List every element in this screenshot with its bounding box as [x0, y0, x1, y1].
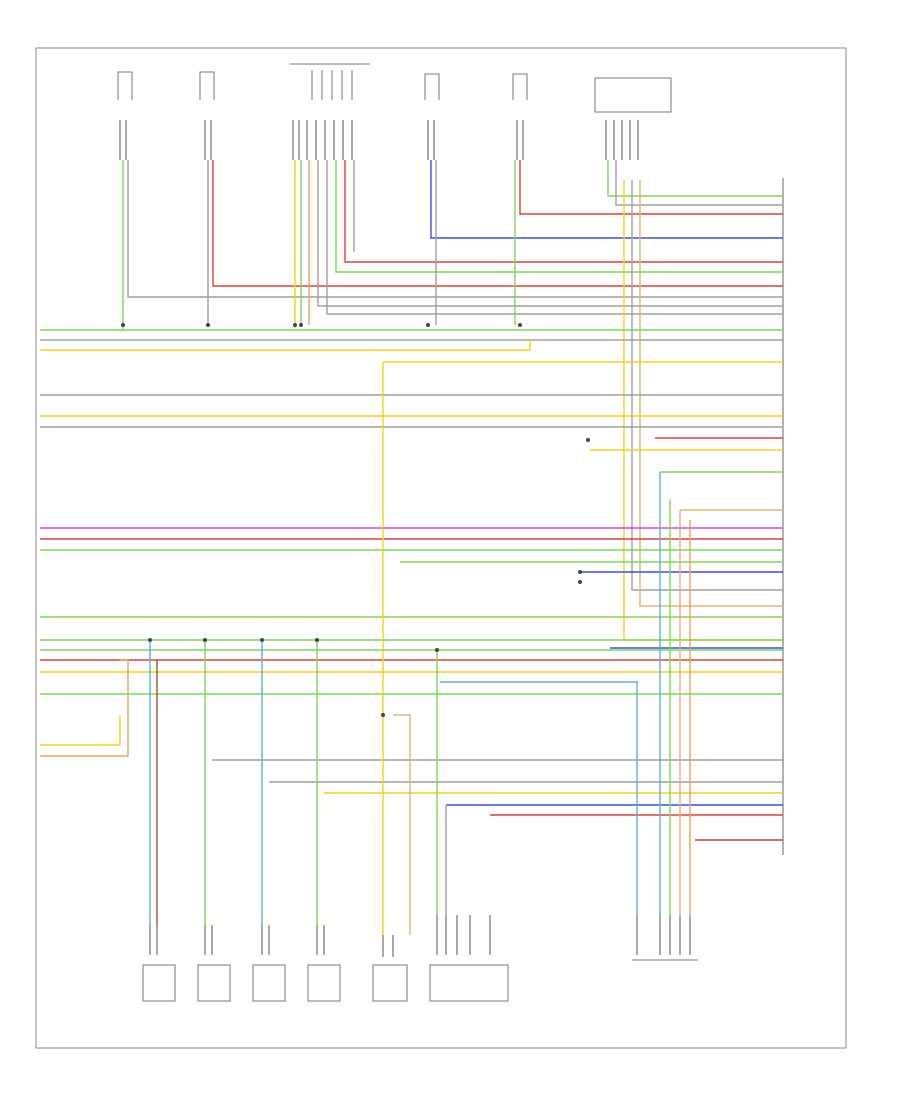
wire-yellow-38: [40, 715, 121, 746]
wire-blue-13: [430, 160, 783, 239]
top-sensor-3: [290, 63, 370, 100]
splice-dot-12: [260, 638, 264, 642]
bottom-sensor-4: [307, 964, 341, 1002]
wire-tan-21: [639, 180, 783, 607]
wire-gray-2: [127, 160, 783, 298]
connector-ticks: [119, 120, 639, 160]
splice-dot-9: [578, 580, 582, 584]
bottom-sensor-3: [252, 964, 286, 1002]
splice-dot-2: [206, 323, 210, 327]
wire-yellow-24: [40, 340, 531, 351]
bottom-connector-ticks: [149, 915, 691, 957]
splice-dot-6: [518, 323, 522, 327]
wire-gray-18: [615, 160, 783, 206]
splice-dot-10: [148, 638, 152, 642]
splice-dot-15: [435, 648, 439, 652]
bottom-sensor-5: [372, 964, 408, 1002]
splice-dot-11: [203, 638, 207, 642]
top-sensor-2: [199, 71, 215, 100]
top-sensor-4: [424, 73, 440, 100]
wire-tan-63: [679, 509, 783, 915]
wire-lightblue-60: [440, 681, 638, 915]
splice-dot-7: [586, 438, 590, 442]
top-sensor-1: [117, 71, 133, 100]
top-sensor-group: [117, 63, 672, 113]
bottom-sensor-6: [429, 964, 509, 1002]
wire-gray-9: [326, 160, 783, 315]
wire-gray-20: [631, 180, 783, 591]
top-module-box: [594, 77, 672, 113]
wire-red-11: [344, 160, 783, 263]
wire-orange-37: [40, 659, 129, 757]
splice-dot-4: [299, 323, 303, 327]
splice-dot-3: [293, 323, 297, 327]
wire-green-10: [335, 160, 783, 273]
wire-red-15: [519, 160, 783, 215]
splice-dot-14: [381, 713, 385, 717]
top-sensor-5: [512, 73, 528, 100]
splice-dot-5: [426, 323, 430, 327]
wire-gray-8: [317, 160, 783, 307]
splice-dot-8: [578, 570, 582, 574]
wires-group: [40, 160, 783, 935]
bottom-sensor-group: [142, 959, 698, 1002]
bottom-sensor-2: [197, 964, 231, 1002]
wire-red-4: [212, 160, 783, 287]
splice-dot-1: [121, 323, 125, 327]
diagram-border: [35, 47, 847, 1049]
wire-tan-55: [393, 714, 411, 935]
splice-dot-13: [315, 638, 319, 642]
wire-yellow-19: [623, 180, 783, 641]
bottom-sensor-1: [142, 964, 176, 1002]
wire-green-17: [607, 160, 783, 197]
